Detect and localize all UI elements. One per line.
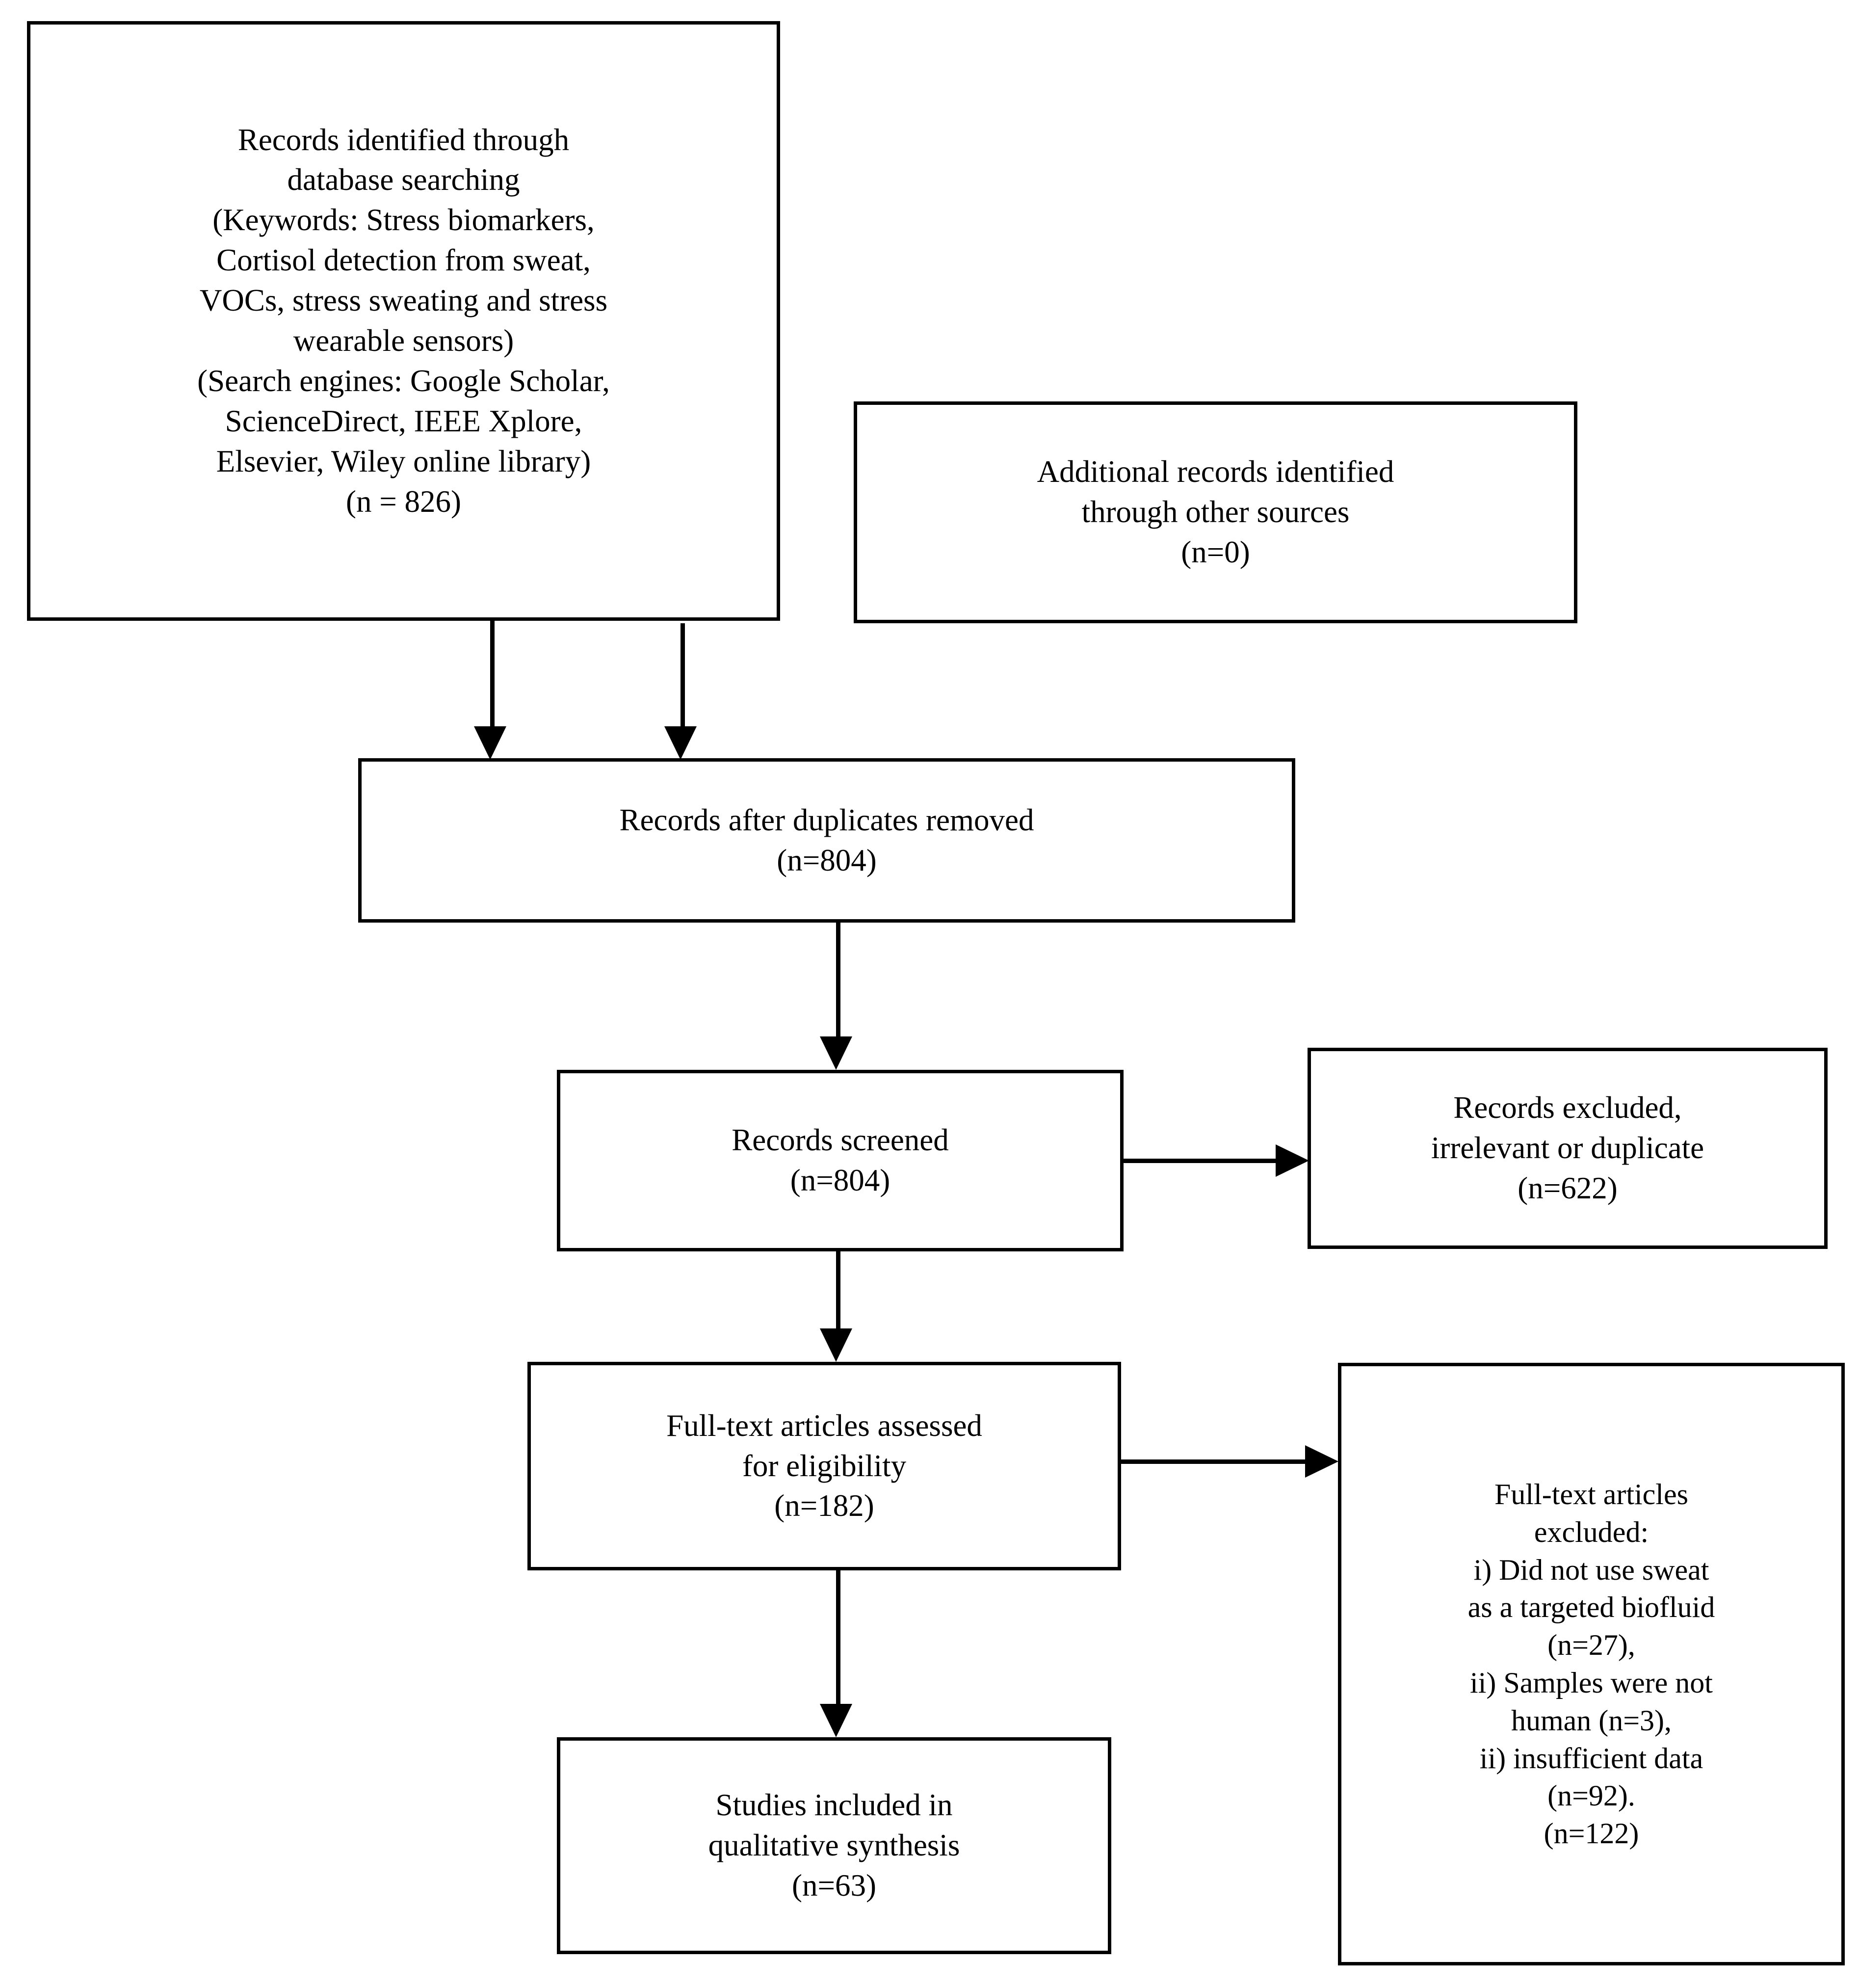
box-fulltext-articles-excluded: Full-text articles excluded: i) Did not … (1338, 1363, 1845, 1965)
box-line: (n=92). (1547, 1779, 1635, 1812)
box-count-line: (n=804) (790, 1163, 890, 1197)
box-line: (Search engines: Google Scholar, (197, 363, 610, 398)
box-line: Cortisol detection from sweat, (216, 243, 591, 278)
box-line: human (n=3), (1511, 1704, 1672, 1737)
connector-fulltext-to-included (836, 1570, 840, 1707)
arrow-down-icon (820, 1704, 852, 1737)
box-count-line: (n=804) (777, 843, 877, 877)
box-line: Elsevier, Wiley online library) (216, 444, 591, 478)
box-line: Studies included in (715, 1788, 953, 1823)
box-line: ScienceDirect, IEEE Xplore, (225, 403, 582, 438)
box-line: Full-text articles (1494, 1478, 1688, 1511)
box-line: VOCs, stress sweating and stress (199, 283, 608, 318)
box-line: Records identified through (237, 122, 570, 157)
box-line: i) Did not use sweat (1473, 1553, 1709, 1586)
connector-fulltext-to-fulltext-excluded (1121, 1459, 1310, 1464)
box-records-screened: Records screened (n=804) (557, 1070, 1124, 1251)
box-line: Additional records identified (1037, 454, 1394, 489)
box-line: Records after duplicates removed (619, 802, 1034, 837)
box-count-line: (n=0) (1181, 534, 1250, 569)
arrow-down-icon (820, 1328, 852, 1362)
box-fulltext-articles-assessed: Full-text articles assessed for eligibil… (527, 1362, 1121, 1570)
arrow-down-icon (820, 1036, 852, 1070)
box-records-after-duplicates-removed: Records after duplicates removed (n=804) (358, 758, 1295, 923)
box-line: Records excluded, (1453, 1090, 1682, 1125)
box-count-line: (n=622) (1518, 1170, 1618, 1205)
connector-screened-to-fulltext (836, 1251, 840, 1335)
connector-screened-to-excluded (1124, 1159, 1281, 1163)
box-line: qualitative synthesis (708, 1828, 960, 1863)
box-line: (n=27), (1547, 1629, 1635, 1662)
box-count-line: (n=182) (774, 1488, 874, 1523)
box-line: as a targeted biofluid (1467, 1591, 1715, 1624)
arrow-right-icon (1276, 1144, 1309, 1177)
box-additional-records-other-sources: Additional records identified through ot… (854, 401, 1577, 623)
box-line: excluded: (1534, 1515, 1649, 1548)
box-line: ii) Samples were not (1470, 1667, 1713, 1699)
box-line: ii) insufficient data (1479, 1742, 1703, 1775)
connector-additional-to-duplicates (681, 623, 685, 733)
box-studies-included-qualitative-synthesis: Studies included in qualitative synthesi… (557, 1737, 1111, 1954)
box-count-line: (n = 826) (346, 484, 461, 519)
arrow-down-icon (474, 726, 506, 760)
box-count-line: (n=122) (1544, 1817, 1639, 1850)
box-line: irrelevant or duplicate (1431, 1131, 1704, 1166)
box-records-identified-database-search: Records identified through database sear… (27, 21, 780, 621)
connector-duplicates-to-screened (836, 923, 840, 1039)
arrow-down-icon (664, 726, 697, 760)
box-line: Records screened (732, 1123, 949, 1158)
box-line: wearable sensors) (293, 323, 514, 358)
box-records-excluded: Records excluded, irrelevant or duplicat… (1308, 1048, 1828, 1249)
box-line: (Keywords: Stress biomarkers, (212, 203, 595, 238)
connector-database-search-to-duplicates (490, 621, 495, 733)
box-count-line: (n=63) (792, 1868, 876, 1903)
box-line: database searching (287, 162, 520, 197)
box-line: through other sources (1081, 495, 1350, 530)
box-line: Full-text articles assessed (666, 1408, 982, 1443)
box-line: for eligibility (742, 1448, 907, 1483)
arrow-right-icon (1305, 1445, 1338, 1478)
